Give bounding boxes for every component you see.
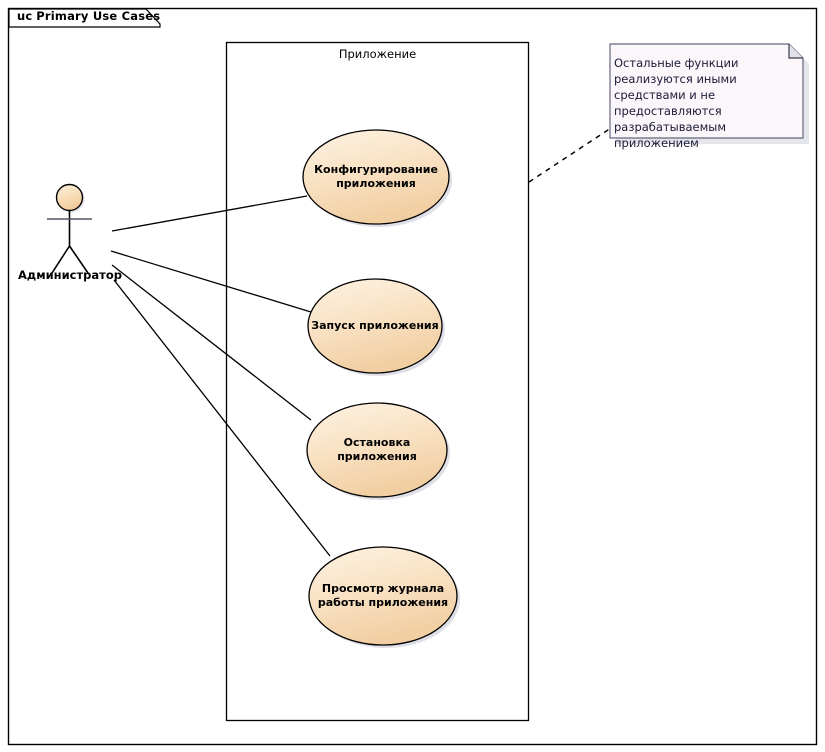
association-start[interactable] xyxy=(110,250,312,313)
note-box[interactable] xyxy=(609,43,809,144)
use-case-configure[interactable] xyxy=(302,129,452,227)
association-configure[interactable] xyxy=(111,195,308,232)
association-lines xyxy=(110,195,331,557)
frame-title-text: Primary Use Cases xyxy=(36,9,161,23)
note-text: Остальные функции реализуются иными сред… xyxy=(614,56,739,150)
frame-title-keyword: uc xyxy=(17,9,33,23)
note-anchor-line xyxy=(528,127,612,183)
frame-title: uc Primary Use Cases xyxy=(17,9,160,23)
actor-leg-left xyxy=(51,245,71,274)
use-case-start[interactable] xyxy=(307,278,445,376)
note-body xyxy=(609,43,804,139)
actor-label: Администратор xyxy=(18,268,122,282)
association-stop[interactable] xyxy=(111,264,312,421)
boundary-label: Приложение xyxy=(338,47,417,61)
actor-leg-right xyxy=(68,245,89,274)
note-fold-icon xyxy=(788,44,803,59)
actor-administrator[interactable] xyxy=(47,183,92,274)
frame-title-tab xyxy=(8,8,161,28)
use-case-viewlog[interactable] xyxy=(308,546,460,648)
use-case-stop[interactable] xyxy=(306,402,450,500)
actor-head xyxy=(55,183,84,212)
association-viewlog[interactable] xyxy=(113,279,331,557)
diagram-frame xyxy=(7,7,818,746)
